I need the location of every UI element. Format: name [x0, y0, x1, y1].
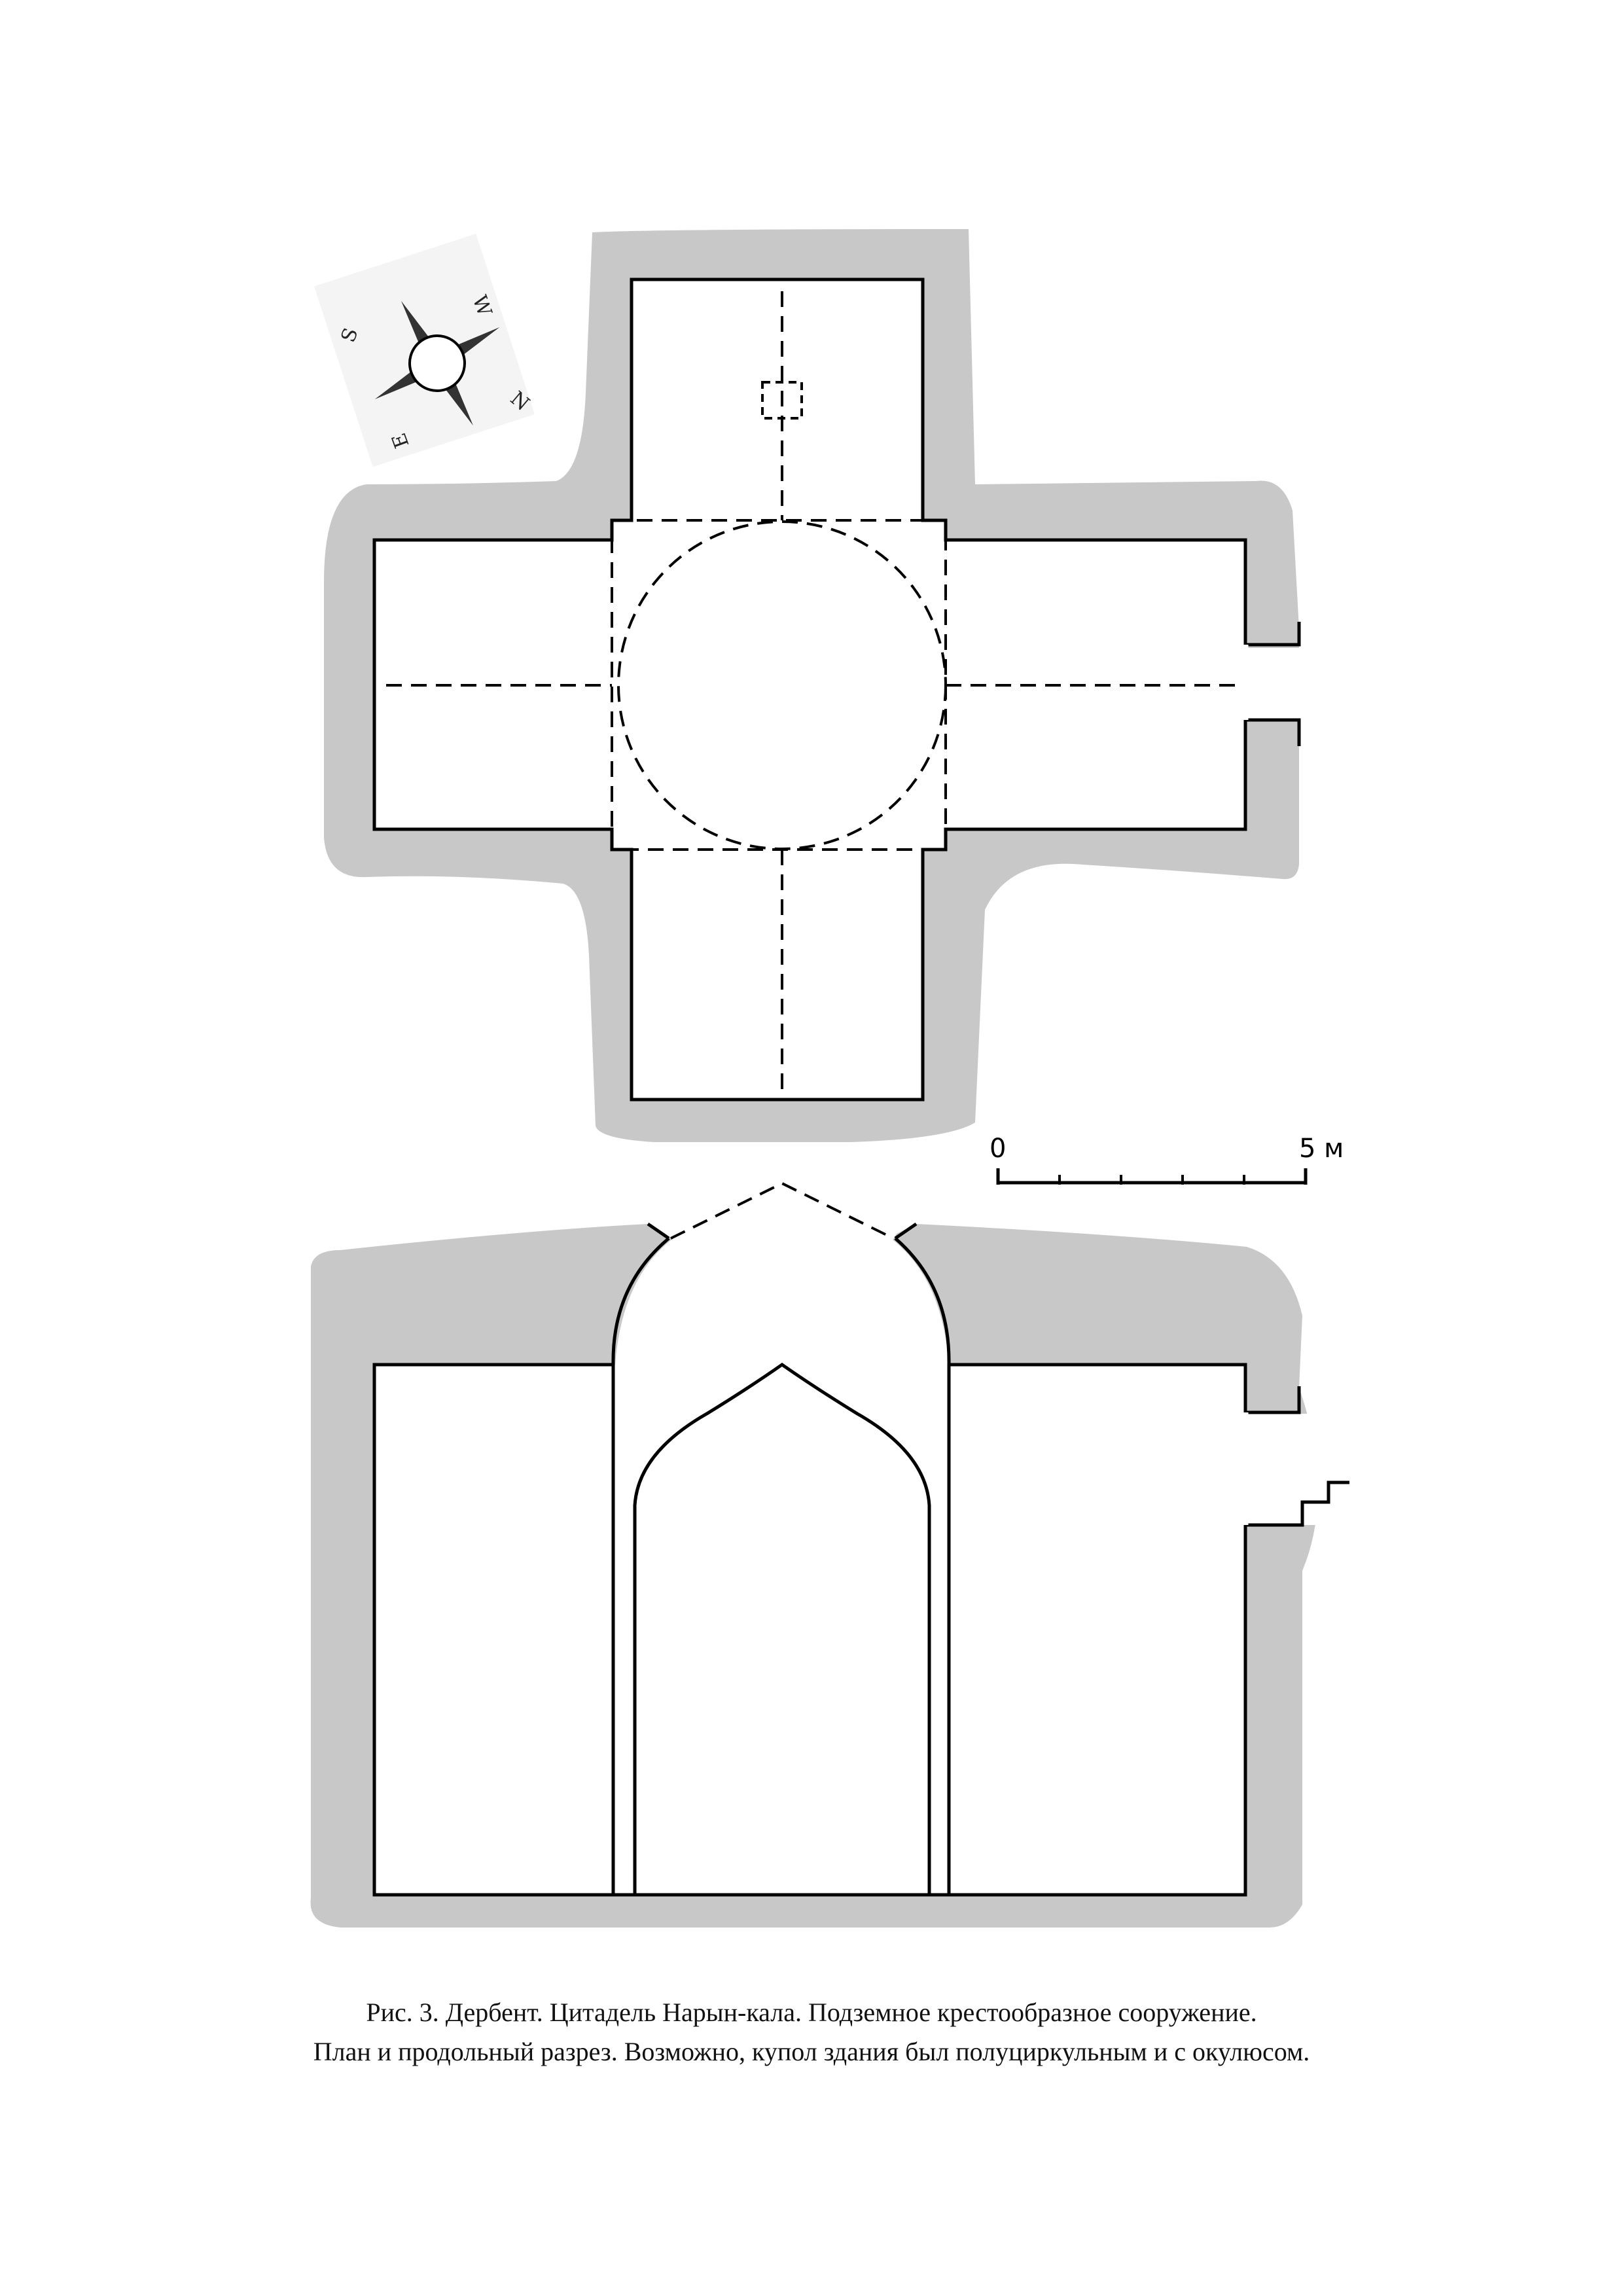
scale-label-end: 5 м — [1299, 1134, 1344, 1164]
scale-bar: 0 5 м — [990, 1134, 1344, 1185]
section-view — [310, 1181, 1349, 1928]
caption-line-2: План и продольный разрез. Возможно, купо… — [313, 2037, 1310, 2066]
plan-cross-interior — [372, 278, 1247, 1102]
compass-needle-icon — [401, 300, 429, 344]
compass-circle-icon — [408, 334, 466, 392]
compass-rose — [374, 300, 500, 426]
plan-view — [324, 229, 1302, 1142]
figure-caption: Рис. 3. Дербент. Цитадель Нарын-кала. По… — [0, 1993, 1623, 2072]
section-interior — [374, 1185, 1245, 1895]
plan-east-opening — [1240, 648, 1302, 720]
scale-label-start: 0 — [990, 1134, 1006, 1164]
caption-line-1: Рис. 3. Дербент. Цитадель Нарын-кала. По… — [366, 1998, 1257, 2027]
section-dome-top-dashed — [670, 1181, 894, 1240]
section-dome-east — [894, 1237, 951, 1895]
compass: W N E S — [314, 234, 535, 467]
section-dome-west — [611, 1237, 670, 1895]
section-pointed-arch — [633, 1362, 931, 1895]
section-east-opening — [1240, 1414, 1345, 1525]
plan-small-square-dashed — [761, 381, 803, 420]
